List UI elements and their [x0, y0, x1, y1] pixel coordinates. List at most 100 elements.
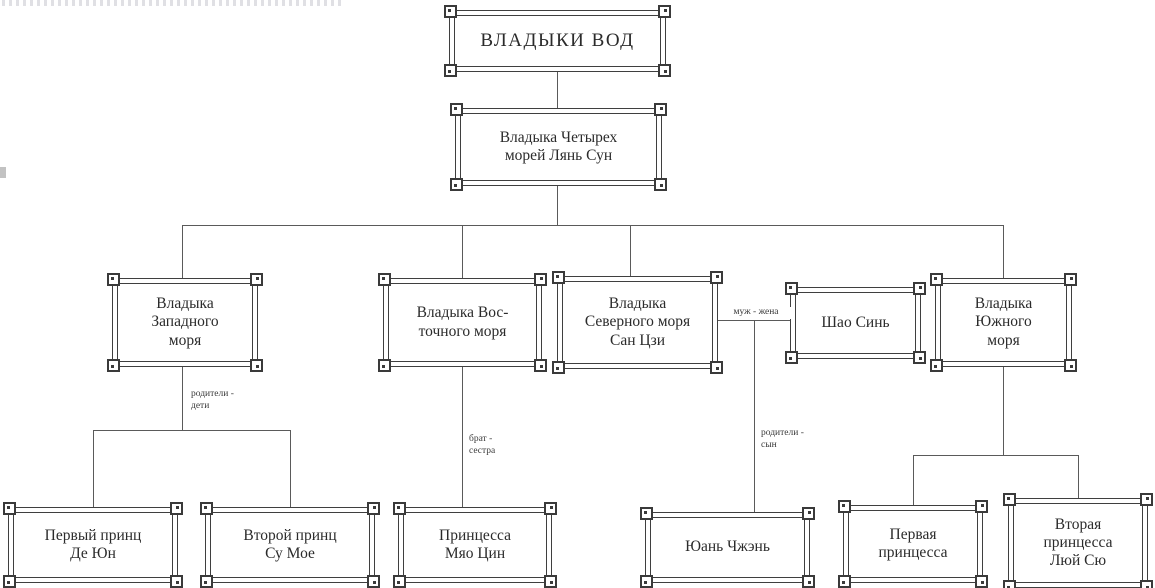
corner-ornament-icon	[544, 575, 557, 588]
corner-ornament-icon	[802, 507, 815, 520]
node-label: Принцесса Мяо Цин	[439, 526, 511, 562]
corner-ornament-icon	[785, 282, 798, 295]
corner-ornament-icon	[1003, 493, 1016, 506]
corner-ornament-icon	[802, 575, 815, 588]
connector-line	[93, 430, 290, 431]
connector-line	[557, 72, 558, 108]
corner-ornament-icon	[838, 500, 851, 513]
node-label: Первый принц Де Юн	[44, 526, 142, 562]
connector-line	[462, 367, 463, 507]
corner-ornament-icon	[658, 5, 671, 18]
edge-label-husband-wife: муж - жена	[721, 307, 791, 319]
corner-ornament-icon	[200, 575, 213, 588]
node-label: Владыка Южного моря	[974, 295, 1033, 349]
corner-ornament-icon	[913, 282, 926, 295]
corner-ornament-icon	[975, 500, 988, 513]
corner-ornament-icon	[170, 575, 183, 588]
corner-ornament-icon	[367, 575, 380, 588]
connector-line	[93, 430, 94, 507]
corner-ornament-icon	[450, 103, 463, 116]
corner-ornament-icon	[378, 359, 391, 372]
node-first-prince: Первый принц Де Юн	[3, 502, 183, 588]
corner-ornament-icon	[444, 5, 457, 18]
corner-ornament-icon	[640, 507, 653, 520]
corner-ornament-icon	[1140, 580, 1153, 588]
corner-ornament-icon	[200, 502, 213, 515]
node-label: Владыка Северного моря Сан Цзи	[584, 295, 691, 349]
corner-ornament-icon	[1064, 273, 1077, 286]
corner-ornament-icon	[1064, 359, 1077, 372]
node-second-princess: Вторая принцесса Люй Сю	[1003, 493, 1153, 588]
corner-ornament-icon	[710, 271, 723, 284]
corner-ornament-icon	[444, 64, 457, 77]
node-princess-miao-qing: Принцесса Мяо Цин	[393, 502, 557, 588]
connector-line	[462, 225, 463, 278]
node-label: Вторая принцесса Люй Сю	[1043, 515, 1113, 570]
connector-line	[913, 455, 1078, 456]
connector-line	[1003, 367, 1004, 455]
edge-label-parents-children: родители - дети	[189, 389, 236, 413]
cropped-text-artifact	[0, 167, 6, 178]
corner-ornament-icon	[552, 271, 565, 284]
corner-ornament-icon	[913, 351, 926, 364]
corner-ornament-icon	[1140, 493, 1153, 506]
corner-ornament-icon	[250, 273, 263, 286]
corner-ornament-icon	[930, 359, 943, 372]
corner-ornament-icon	[170, 502, 183, 515]
node-label: Владыка Западного моря	[151, 295, 219, 349]
node-label: ВЛАДЫКИ ВОД	[480, 29, 635, 51]
connector-line	[182, 225, 183, 278]
node-first-princess: Первая принцесса	[838, 500, 988, 588]
corner-ornament-icon	[654, 178, 667, 191]
connector-line	[630, 225, 631, 276]
corner-ornament-icon	[3, 502, 16, 515]
connector-line	[1003, 225, 1004, 278]
connector-line	[182, 367, 183, 430]
corner-ornament-icon	[930, 273, 943, 286]
edge-label-parents-son: родители - сын	[759, 428, 806, 452]
corner-ornament-icon	[654, 103, 667, 116]
corner-ornament-icon	[250, 359, 263, 372]
node-east-sea-lord: Владыка Вос- точного моря	[378, 273, 547, 372]
node-label: Второй принц Су Мое	[243, 526, 337, 562]
connector-line	[1078, 455, 1079, 498]
corner-ornament-icon	[710, 361, 723, 374]
corner-ornament-icon	[658, 64, 671, 77]
node-label: Владыка Четырех морей Лянь Сун	[499, 128, 618, 164]
node-west-sea-lord: Владыка Западного моря	[107, 273, 263, 372]
node-lords-of-waters: ВЛАДЫКИ ВОД	[444, 5, 671, 77]
corner-ornament-icon	[534, 273, 547, 286]
corner-ornament-icon	[640, 575, 653, 588]
node-second-prince: Второй принц Су Мое	[200, 502, 380, 588]
node-label: Шао Синь	[821, 313, 890, 331]
node-label: Юань Чжэнь	[685, 538, 770, 556]
connector-line	[290, 430, 291, 507]
corner-ornament-icon	[544, 502, 557, 515]
corner-ornament-icon	[378, 273, 391, 286]
corner-ornament-icon	[1003, 580, 1016, 588]
node-yuan-zhen: Юань Чжэнь	[640, 507, 815, 588]
connector-line	[913, 455, 914, 505]
corner-ornament-icon	[785, 351, 798, 364]
node-label: Владыка Вос- точного моря	[416, 304, 509, 340]
corner-ornament-icon	[450, 178, 463, 191]
corner-ornament-icon	[107, 273, 120, 286]
node-south-sea-lord: Владыка Южного моря	[930, 273, 1077, 372]
corner-ornament-icon	[367, 502, 380, 515]
connector-line	[754, 320, 755, 512]
corner-ornament-icon	[3, 575, 16, 588]
corner-ornament-icon	[393, 575, 406, 588]
edge-label-brother-sister: брат - сестра	[467, 434, 498, 458]
corner-ornament-icon	[534, 359, 547, 372]
node-north-sea-lord: Владыка Северного моря Сан Цзи	[552, 271, 723, 374]
corner-ornament-icon	[838, 575, 851, 588]
node-shao-sin: Шао Синь	[785, 282, 926, 364]
node-label: Первая принцесса	[878, 525, 948, 561]
corner-ornament-icon	[975, 575, 988, 588]
connector-line	[557, 186, 558, 225]
cropped-text-artifact	[2, 0, 345, 6]
connector-line	[182, 225, 1003, 226]
corner-ornament-icon	[107, 359, 120, 372]
node-four-seas-lord: Владыка Четырех морей Лянь Сун	[450, 103, 667, 191]
